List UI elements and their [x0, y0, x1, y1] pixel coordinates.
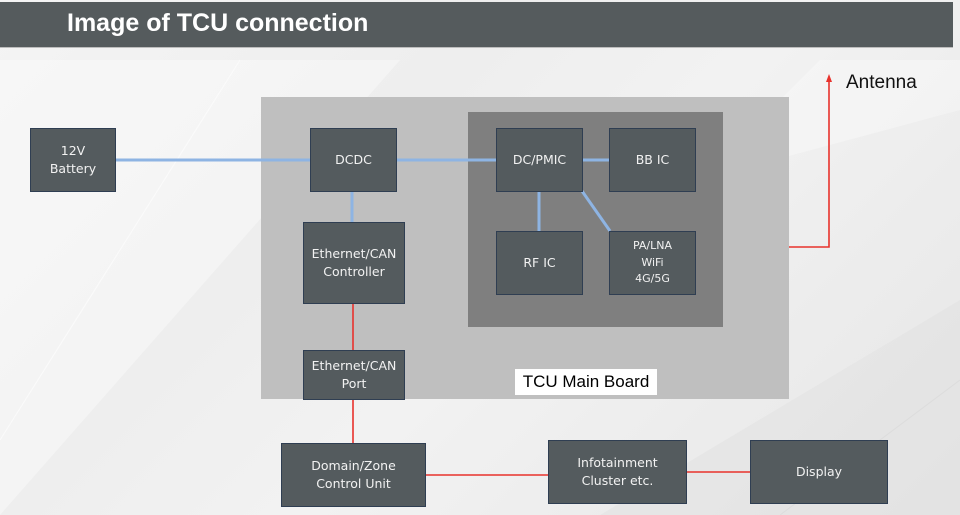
domain-zone-control-unit-block: Domain/Zone Control Unit	[281, 443, 426, 507]
display-block: Display	[750, 440, 888, 504]
battery-block: 12V Battery	[30, 128, 116, 192]
board-label: TCU Main Board	[515, 369, 657, 395]
title-bar: Image of TCU connection	[0, 2, 953, 48]
infotainment-cluster-block: Infotainment Cluster etc.	[548, 440, 687, 504]
antenna-arrow-icon	[826, 74, 832, 82]
dcdc-block: DCDC	[310, 128, 397, 192]
dc-pmic-block: DC/PMIC	[496, 128, 583, 192]
antenna-label: Antenna	[846, 72, 917, 93]
page-title: Image of TCU connection	[67, 9, 369, 37]
ethernet-can-controller-block: Ethernet/CAN Controller	[303, 222, 405, 304]
pa-lna-block: PA/LNA WiFi 4G/5G	[609, 231, 696, 295]
bb-ic-block: BB IC	[609, 128, 696, 192]
ethernet-can-port-block: Ethernet/CAN Port	[303, 350, 405, 400]
line-pmic-palna	[580, 190, 612, 232]
line-board-antenna	[789, 80, 830, 248]
rf-ic-block: RF IC	[496, 231, 583, 295]
